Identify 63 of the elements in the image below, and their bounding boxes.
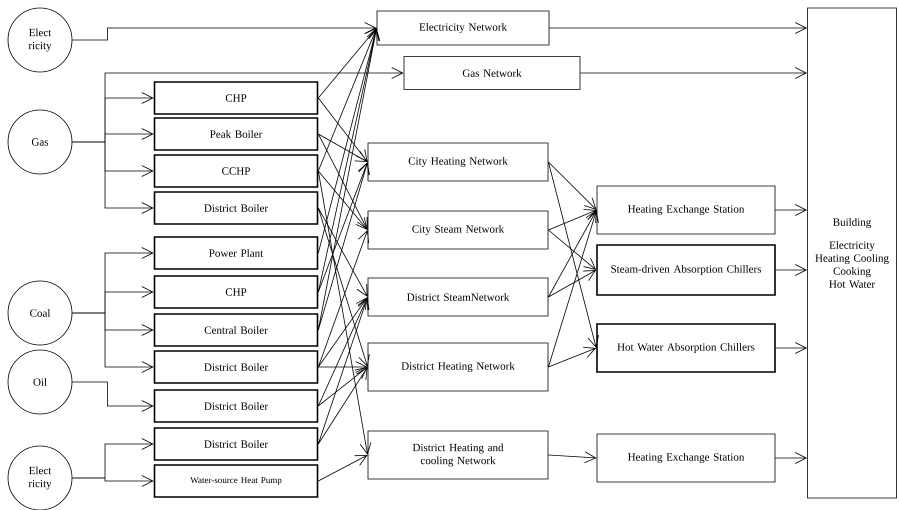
arrow <box>580 67 808 79</box>
process-box: Heating Exchange Station <box>596 186 776 234</box>
process-box: District Heating and cooling Network <box>368 430 548 480</box>
arrow <box>72 142 154 214</box>
arrow <box>318 134 368 230</box>
arrow <box>548 209 597 230</box>
arrow <box>318 28 378 172</box>
arrow <box>318 454 368 482</box>
process-box: CHP <box>154 81 318 115</box>
process-box: City Steam Network <box>368 210 548 250</box>
arrow <box>318 230 370 368</box>
arrow <box>318 98 368 162</box>
arrow <box>548 346 596 368</box>
process-box: District SteamNetwork <box>368 278 548 316</box>
arrow <box>318 367 368 444</box>
arrow <box>318 170 372 455</box>
arrow <box>318 134 368 162</box>
arrow <box>318 297 368 368</box>
arrow <box>548 210 597 298</box>
arrow <box>72 22 377 40</box>
arrow <box>775 264 808 276</box>
process-box: Peak Boiler <box>154 117 318 151</box>
arrow <box>548 162 597 210</box>
process-box: CHP <box>154 275 318 309</box>
arrow <box>318 170 368 230</box>
arrow <box>548 230 596 270</box>
process-box: District Boiler <box>154 389 318 423</box>
process-box: Water-source Heat Pump <box>154 464 318 498</box>
arrow <box>775 204 808 216</box>
arrow <box>318 162 369 292</box>
process-box: Steam-driven Absorption Chillers <box>596 244 776 296</box>
process-box: City Heating Network <box>368 142 548 182</box>
process-box: CCHP <box>154 154 318 188</box>
process-box: District Boiler <box>154 350 318 384</box>
arrow <box>72 475 154 487</box>
process-box: District Boiler <box>154 191 318 225</box>
process-box: Electricity Network <box>376 10 550 46</box>
process-box: District Boiler <box>154 427 318 461</box>
arrow <box>775 452 808 464</box>
building-box: Building Electricity Heating Cooling Cooking Hot Water <box>807 8 897 498</box>
arrow <box>318 296 368 406</box>
process-box: Power Plant <box>154 236 318 270</box>
arrow <box>549 22 808 34</box>
arrow <box>548 162 599 348</box>
process-box: Hot Water Absorption Chillers <box>596 323 776 373</box>
arrow <box>318 297 370 444</box>
arrow <box>318 208 368 297</box>
process-box: District Heating Network <box>368 342 548 392</box>
process-box: Heating Exchange Station <box>596 434 776 482</box>
arrow <box>318 361 368 373</box>
arrow <box>318 28 377 98</box>
arrow <box>72 312 154 373</box>
arrow <box>548 270 596 298</box>
arrow <box>548 210 599 368</box>
process-box: Central Boiler <box>154 313 318 347</box>
arrow <box>318 366 368 406</box>
arrow <box>318 162 370 330</box>
process-box: Gas Network <box>404 56 580 90</box>
arrow <box>72 382 154 412</box>
arrow <box>318 28 380 254</box>
arrow <box>775 342 808 354</box>
arrow <box>318 208 370 367</box>
arrow <box>548 451 597 464</box>
